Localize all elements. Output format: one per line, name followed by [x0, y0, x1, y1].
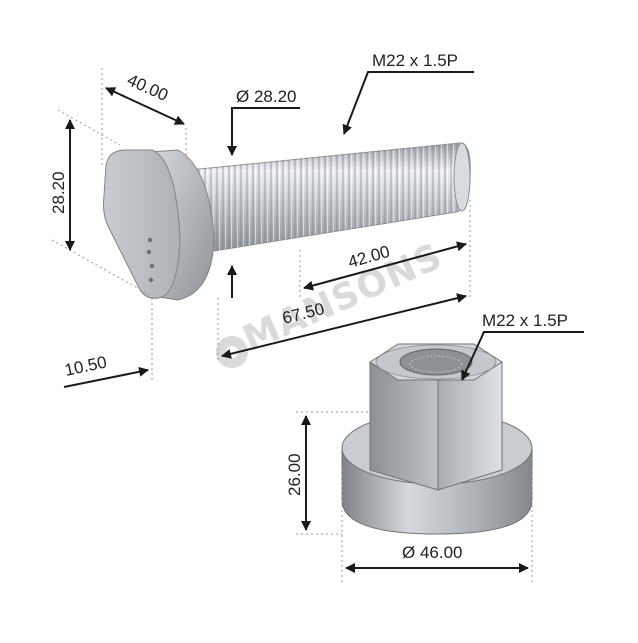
watermark-text: MANSONS — [237, 236, 449, 360]
label-shank-diameter: Ø 28.20 — [236, 87, 297, 106]
label-head-thickness: 10.50 — [63, 352, 109, 379]
label-head-height: 28.20 — [49, 171, 68, 214]
nut-bore-thread — [409, 355, 463, 373]
bolt-thread-texture — [190, 143, 471, 254]
nut-bore — [399, 348, 473, 376]
dim-thread-length-line — [303, 241, 467, 291]
label-nut-thread: M22 x 1.5P — [482, 311, 568, 330]
dim-shank-dia-leader-top — [227, 107, 300, 156]
dim-head-thickness-line — [63, 366, 149, 388]
bolt-extension-lines — [51, 68, 471, 382]
bolt-dimensions — [63, 71, 474, 388]
label-flange-diameter: Ø 46.00 — [402, 543, 463, 562]
bolt-end-face — [453, 142, 471, 212]
bolt — [103, 142, 471, 301]
nut-hex-left-face — [369, 361, 439, 491]
label-nut-height: 26.00 — [285, 453, 304, 496]
bolt-head-stamp — [146, 237, 155, 283]
nut-dimensions — [301, 331, 584, 573]
label-bolt-thread: M22 x 1.5P — [372, 51, 458, 70]
dim-bolt-thread-leader — [342, 71, 474, 135]
nut — [341, 343, 533, 535]
dim-head-width-line — [105, 87, 185, 125]
nut-hex-right-face — [437, 361, 503, 491]
bolt-head-face — [103, 149, 181, 299]
nut-extension-lines — [296, 411, 533, 582]
dim-nut-thread-leader — [461, 331, 584, 381]
nut-dimension-labels: M22 x 1.5P 26.00 Ø 46.00 — [285, 311, 568, 562]
dim-total-length-line — [221, 293, 467, 359]
